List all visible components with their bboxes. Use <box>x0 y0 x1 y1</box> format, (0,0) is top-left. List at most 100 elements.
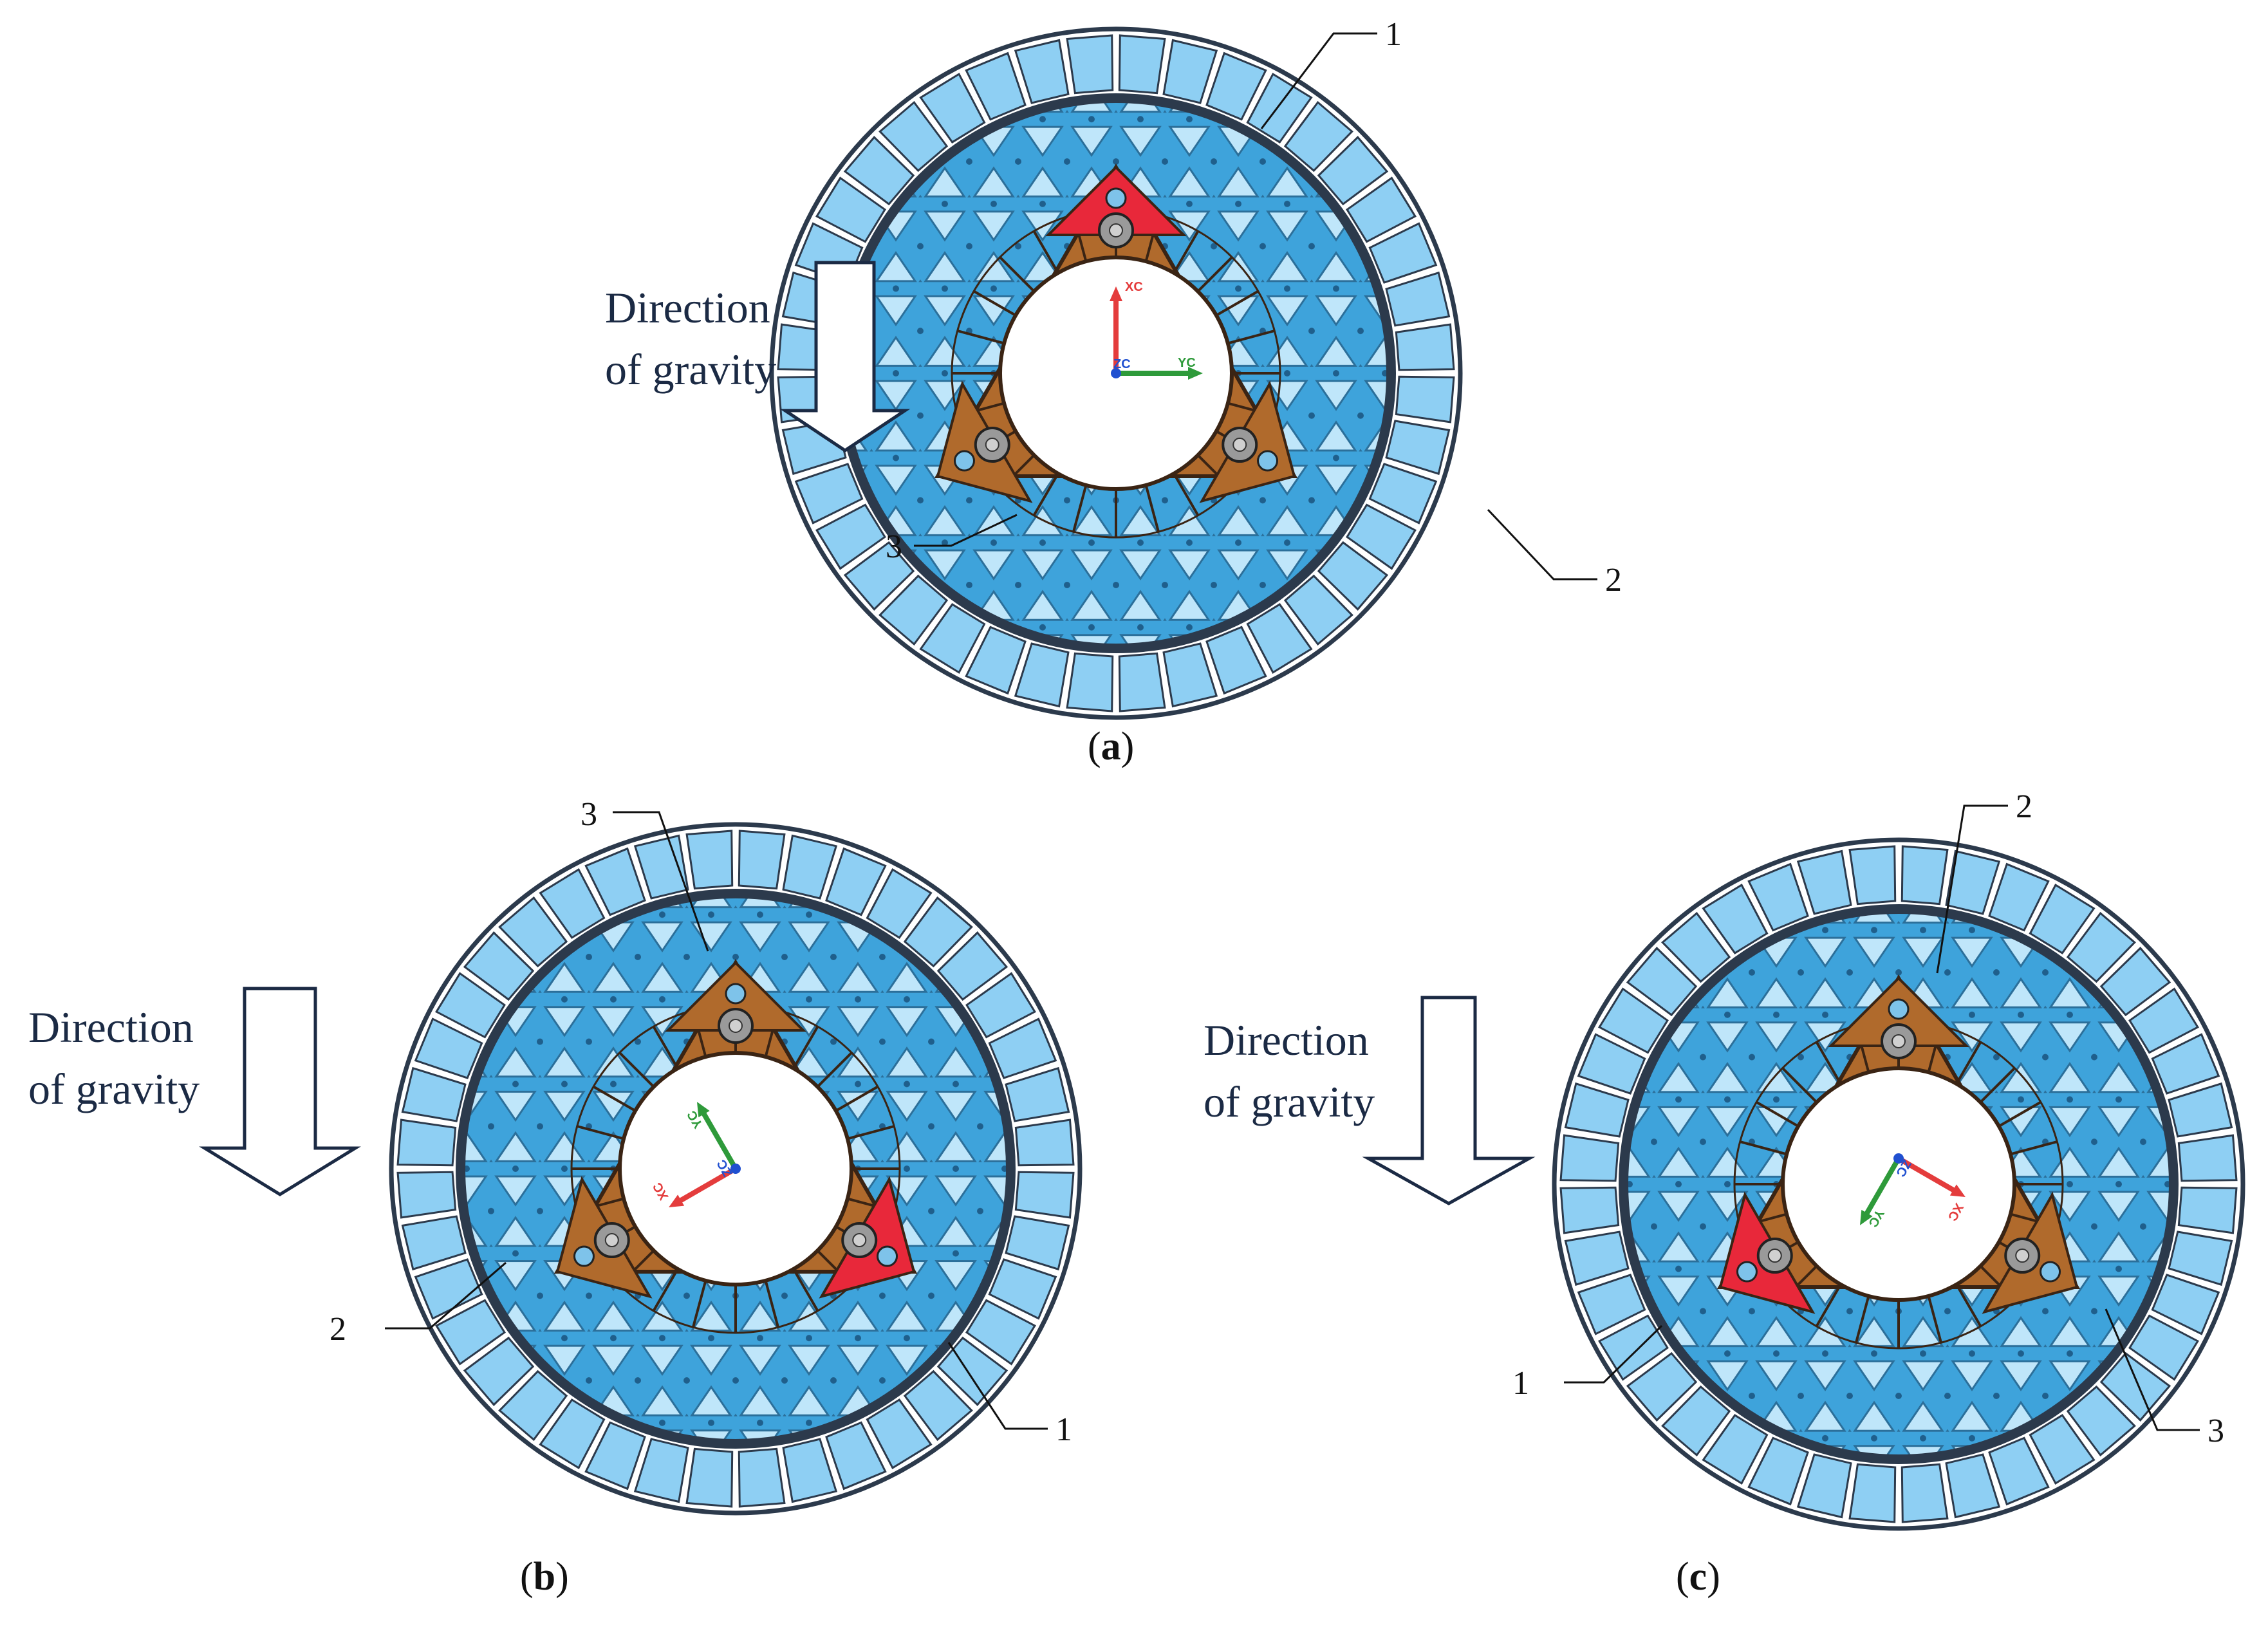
ring-block <box>463 1336 535 1406</box>
frame-rib <box>1756 1100 1799 1128</box>
frame-rib <box>692 1280 707 1328</box>
axis-y-line <box>1861 1157 1901 1221</box>
callout-label: 1 <box>1055 1411 1072 1448</box>
support-hub-core <box>604 1233 619 1248</box>
gravity-label-line1: Direction <box>28 1003 194 1052</box>
pad-hole <box>725 983 747 1005</box>
ring-block <box>1901 845 1949 905</box>
gravity-label-line2: of gravity <box>28 1064 200 1113</box>
ring-block <box>965 51 1027 121</box>
ring-block <box>1577 1033 1646 1095</box>
ring-block <box>1014 1171 1075 1219</box>
frame-rib <box>816 1052 853 1088</box>
ring-block <box>1597 987 1669 1054</box>
axis-z-dot <box>1111 368 1121 378</box>
ring-block <box>1368 222 1438 284</box>
gravity-arrow <box>1362 996 1536 1205</box>
ring-block <box>1005 1066 1070 1122</box>
ring-block <box>1346 176 1417 243</box>
gravity-label-line2: of gravity <box>1204 1077 1375 1126</box>
callout-label: 3 <box>581 796 597 833</box>
frame-rib <box>1979 1067 2016 1104</box>
ring-block <box>1118 34 1166 95</box>
disk-assembly-b: XC YC ZC <box>389 822 1083 1516</box>
ring-block <box>919 603 986 674</box>
ring-block <box>1626 947 1698 1017</box>
ring-block <box>825 847 887 916</box>
axis-x-arrowhead <box>669 1194 685 1207</box>
ring-block <box>936 1336 1009 1406</box>
ring-block <box>919 72 986 144</box>
coordinate-axes: XC YC ZC <box>1110 280 1203 380</box>
ring-block <box>825 1421 887 1490</box>
ring-block <box>434 972 506 1039</box>
ring-block <box>1945 1453 2001 1519</box>
ring-block <box>2066 1385 2136 1457</box>
ring-block <box>1317 541 1389 611</box>
callout-leaders-b <box>385 811 1048 1430</box>
ring-block <box>1945 850 2001 915</box>
callout-leader <box>613 811 709 952</box>
ring-block <box>434 1299 506 1366</box>
callout-label: 2 <box>1605 562 1622 599</box>
frame-rib <box>1227 330 1275 345</box>
axis-x-arrowhead <box>1110 286 1122 301</box>
ring-block <box>2128 1314 2200 1381</box>
ring-block <box>738 830 786 890</box>
frame-rib <box>1955 1041 1982 1085</box>
ring-block <box>782 834 838 900</box>
ring-block <box>1395 375 1455 423</box>
ring-block <box>1014 642 1070 708</box>
ring-block <box>401 1066 467 1122</box>
mount-pads <box>555 961 916 1299</box>
pad-hole <box>1736 1261 1758 1283</box>
gravity-arrow <box>199 987 361 1196</box>
ring-block <box>1205 626 1267 695</box>
frame-rib <box>652 1026 679 1070</box>
mount-pads <box>936 165 1296 503</box>
ring-block <box>965 1299 1037 1366</box>
ring-block <box>685 1447 734 1508</box>
frame-rib <box>999 256 1036 293</box>
support-hub-core <box>1232 438 1247 452</box>
pad-hole <box>2040 1261 2061 1283</box>
callout-label: 3 <box>2208 1413 2224 1449</box>
ring-block <box>1346 503 1417 570</box>
ring-block <box>1066 34 1114 95</box>
ring-block <box>539 1398 606 1470</box>
frame-rib <box>652 1268 679 1312</box>
panel-c: XC YC ZC 2 1 3 (c) <box>1362 788 2245 1599</box>
ring-block <box>1162 642 1218 708</box>
frame-rib <box>2010 1140 2058 1156</box>
triangle-frame <box>1716 974 2081 1350</box>
ring-block <box>2099 947 2171 1017</box>
frame-rib <box>1072 485 1088 532</box>
ring-block <box>794 463 864 525</box>
ring-block <box>1559 1186 1620 1234</box>
frame-rib <box>847 1125 895 1140</box>
ring-block <box>1661 911 1731 983</box>
gravity-label-b: Direction of gravity <box>28 996 200 1120</box>
frame-rib <box>1781 1067 1818 1104</box>
disk-assembly-c: XC YC ZC <box>1552 837 2245 1531</box>
callout-label: 2 <box>330 1311 346 1348</box>
support-hub-core <box>1892 1034 1906 1048</box>
support-hub-core <box>985 438 999 452</box>
axis-z-label: ZC <box>1113 357 1131 371</box>
ring-block <box>815 503 886 570</box>
gravity-label-line1: Direction <box>1204 1016 1369 1064</box>
ring-block <box>1014 1119 1075 1167</box>
callout-leader <box>385 1261 507 1330</box>
ring-block <box>584 1421 646 1490</box>
ring-block <box>1848 845 1897 905</box>
callout-label: 1 <box>1512 1365 1529 1402</box>
center-bore <box>1781 1066 2016 1302</box>
callout-label: 1 <box>1385 16 1402 53</box>
ring-block <box>1118 652 1166 712</box>
ring-block <box>1564 1082 1630 1138</box>
frame-rib <box>1215 290 1259 317</box>
ring-block <box>2151 1033 2220 1095</box>
ring-block <box>1246 603 1313 674</box>
